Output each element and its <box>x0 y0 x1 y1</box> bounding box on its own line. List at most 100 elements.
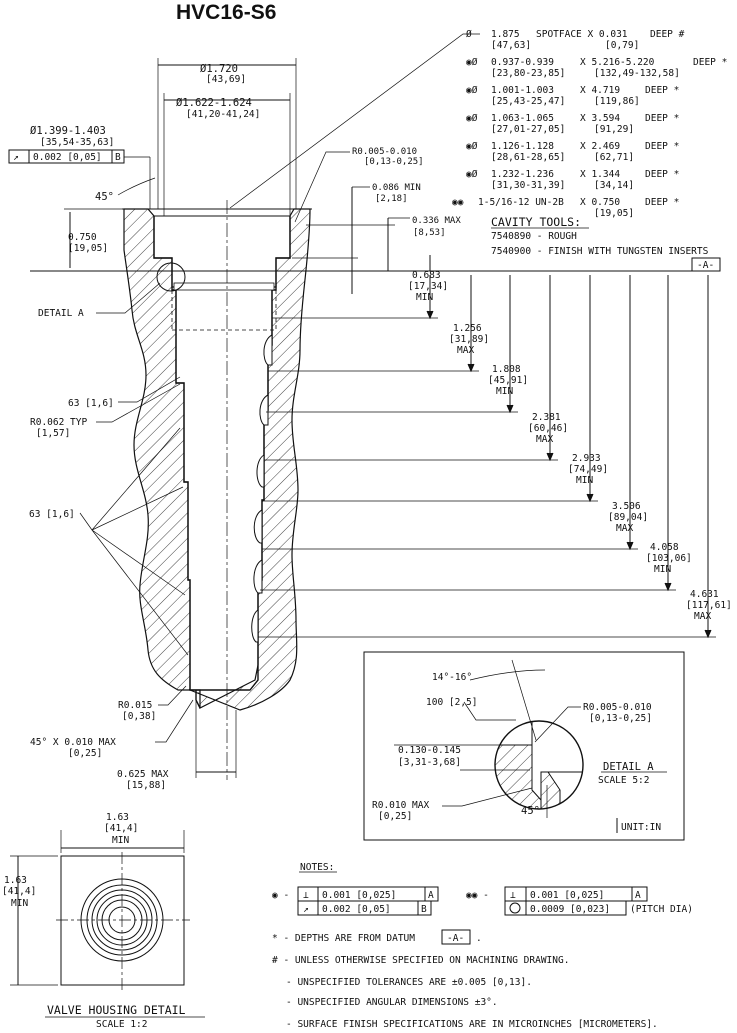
dim-0750-mm: [19,05] <box>68 243 108 254</box>
bore-size-mm: [47,63] <box>491 40 531 51</box>
dim-r0015: R0.015 <box>118 700 152 711</box>
depth-mm: [60,46] <box>528 423 568 434</box>
detail-angle: 14°-16° <box>432 672 472 683</box>
fcf2-pitch: (PITCH DIA) <box>630 904 693 915</box>
note-3: - UNSPECIFIED TOLERANCES ARE ±0.005 [0,1… <box>286 977 532 988</box>
fcf1-row2-datum: B <box>421 904 427 915</box>
bore-size: 1.063-1.065 <box>491 113 554 124</box>
note-1: * - DEPTHS ARE FROM DATUM <box>272 933 415 944</box>
bore-size: 1.126-1.128 <box>491 141 554 152</box>
dim-chamfer-mm: [0,25] <box>68 748 102 759</box>
detail-dim-r0010-mm: [0,25] <box>378 811 412 822</box>
finish-63-b: 63 [1,6] <box>29 509 75 520</box>
perpendicularity-icon-2: ⊥ <box>510 890 516 901</box>
dim-1720: Ø1.720 <box>200 63 238 75</box>
fcf2-row1-datum: A <box>635 890 641 901</box>
detail-dim-100: 100 [2,5] <box>426 697 477 708</box>
depth-mm: [31,89] <box>449 334 489 345</box>
detail-angle-45: 45° <box>521 805 540 817</box>
dim-1399-mm: [35,54-35,63] <box>40 137 114 148</box>
depth-mm: [89,04] <box>608 512 648 523</box>
bore-note: DEEP * <box>645 85 679 96</box>
dim-r0005-mm: [0,13-0,25] <box>364 157 424 167</box>
note-5: - SURFACE FINISH SPECIFICATIONS ARE IN M… <box>286 1019 658 1030</box>
bore-size: 1-5/16-12 UN-2B <box>478 197 564 208</box>
bore-symbol: ◉Ø <box>466 85 478 96</box>
bore-note: DEEP # <box>650 29 685 40</box>
bore-size: 1.001-1.003 <box>491 85 554 96</box>
fcf1-row1-datum: A <box>428 890 434 901</box>
bore-note: DEEP * <box>645 197 679 208</box>
drawing-title: HVC16-S6 <box>176 1 276 24</box>
housing-outline <box>60 855 185 986</box>
detail-dim-0130-mm: [3,31-3,68] <box>398 757 461 768</box>
depth-arrow <box>704 629 712 639</box>
depth-q: MIN <box>496 386 513 397</box>
bore-size-mm: [23,80-23,85] <box>491 68 565 79</box>
cavity-wall-left <box>123 208 191 691</box>
bore-depth-mm: [62,71] <box>594 152 634 163</box>
fcf2-row1: 0.001 [0,025] <box>530 890 604 901</box>
bore-size-mm: [25,43-25,47] <box>491 96 565 107</box>
bore-depth-mm: [34,14] <box>594 180 634 191</box>
dim-0086: 0.086 MIN <box>372 183 421 193</box>
bore-symbol: Ø <box>466 29 472 40</box>
housing-scale: SCALE 1:2 <box>96 1019 147 1030</box>
depth-q: MIN <box>654 564 671 575</box>
depth-v: 2.933 <box>572 453 601 464</box>
detail-title: DETAIL A <box>603 761 654 773</box>
depth-arrow <box>546 452 554 462</box>
cavity-tool-rough: 7540890 - ROUGH <box>491 231 577 242</box>
bore-size: 0.937-0.939 <box>491 57 554 68</box>
depth-q: MAX <box>616 523 633 534</box>
note-4: - UNSPECIFIED ANGULAR DIMENSIONS ±3°. <box>286 997 498 1008</box>
bore-depth: X 2.469 <box>580 141 620 152</box>
bore-note: DEEP * <box>645 141 679 152</box>
detail-unit: UNIT:IN <box>621 822 661 833</box>
dim-0625-mm: [15,88] <box>126 780 166 791</box>
bore-symbol: ◉Ø <box>466 57 478 68</box>
depth-mm: [74,49] <box>568 464 608 475</box>
fcf2-symbol: ◉◉ - <box>466 890 489 901</box>
depth-v: 1.808 <box>492 364 521 375</box>
depth-q: MAX <box>457 345 474 356</box>
dim-0336-mm: [8,53] <box>413 228 446 238</box>
depth-arrow <box>506 404 514 414</box>
depth-arrow <box>426 310 434 320</box>
detail-scale: SCALE 5:2 <box>598 775 649 786</box>
dim-r0062-mm: [1,57] <box>36 428 70 439</box>
dim-r0015-mm: [0,38] <box>122 711 156 722</box>
runout-icon-1: ↗ <box>303 904 309 915</box>
dim-0625: 0.625 MAX <box>117 769 169 780</box>
dim-chamfer: 45° X 0.010 MAX <box>30 737 116 748</box>
datum-a-box <box>691 257 721 272</box>
perpendicularity-icon-1: ⊥ <box>303 890 309 901</box>
depth-v: 1.256 <box>453 323 482 334</box>
bore-depth-mm: [119,86] <box>594 96 640 107</box>
detail-dim-r0005-mm: [0,13-0,25] <box>589 713 652 724</box>
bore-depth: X 0.750 <box>580 197 620 208</box>
bore-symbol: ◉◉ <box>452 197 464 208</box>
detail-a-marker <box>156 262 186 292</box>
bore-depth: X 1.344 <box>580 169 620 180</box>
dim-0086-mm: [2,18] <box>375 194 408 204</box>
cavity-tools-heading: CAVITY TOOLS: <box>491 215 581 229</box>
depth-q: MIN <box>576 475 593 486</box>
datum-a-label: -A- <box>697 260 714 271</box>
detail-dim-r0010: R0.010 MAX <box>372 800 429 811</box>
detail-dim-r0005: R0.005-0.010 <box>583 702 652 713</box>
circularity-icon <box>509 902 521 914</box>
fcf2-row2: 0.0009 [0,023] <box>530 904 610 915</box>
depth-v: 3.506 <box>612 501 641 512</box>
cavity-wall-right <box>189 208 311 711</box>
dim-r0062: R0.062 TYP <box>30 417 87 428</box>
bore-depth-mm: [19,05] <box>594 208 634 219</box>
note-1-datum: -A- <box>447 933 464 944</box>
depth-arrow <box>626 541 634 551</box>
dim-1720-mm: [43,69] <box>206 74 246 85</box>
bore-symbol: ◉Ø <box>466 141 478 152</box>
depth-mm: [45,91] <box>488 375 528 386</box>
bore-size: 1.232-1.236 <box>491 169 554 180</box>
